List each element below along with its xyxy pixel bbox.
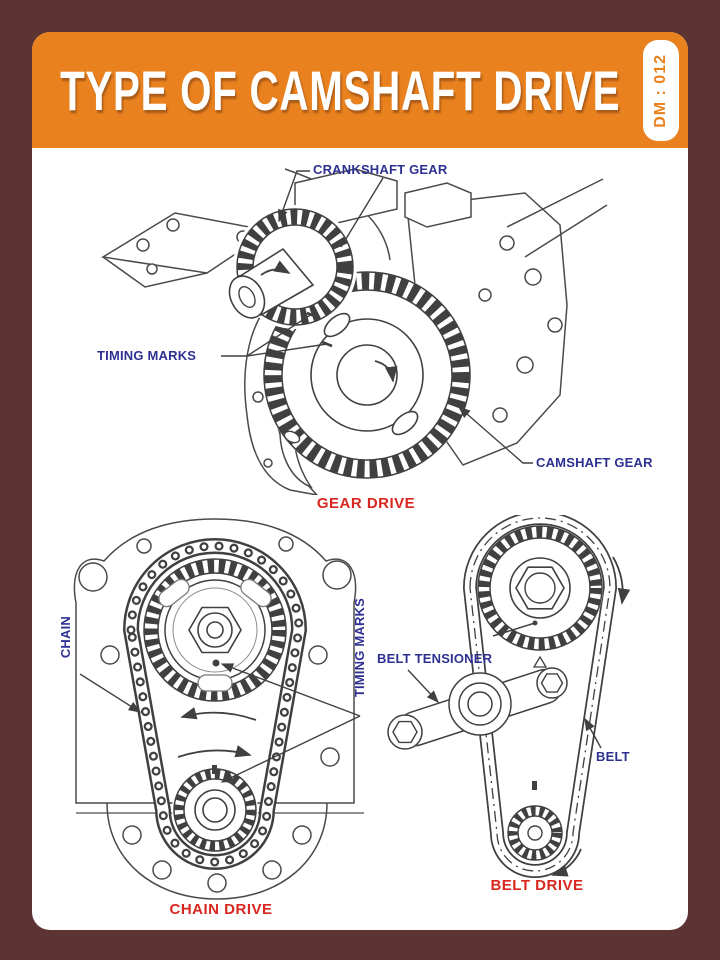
- belt-loop: [462, 515, 618, 878]
- camshaft-pulley: [477, 525, 631, 668]
- belt-drive-diagram: [387, 515, 631, 878]
- crankshaft-sprocket-belt: [507, 781, 582, 877]
- gear-drive-diagram: [100, 168, 608, 495]
- chain-drive-caption: CHAIN DRIVE: [169, 901, 273, 918]
- chain-loop: [122, 538, 308, 870]
- crankshaft-sprocket: [172, 765, 258, 853]
- camshaft-gear-label: CAMSHAFT GEAR: [536, 455, 653, 470]
- code-badge-text: DM : 012: [652, 53, 669, 128]
- chain-label: CHAIN: [58, 616, 73, 659]
- header-band: TYPE OF CAMSHAFT DRIVE DM : 012: [32, 32, 688, 148]
- belt-drive-caption: BELT DRIVE: [490, 877, 584, 894]
- crankshaft-gear: [228, 205, 357, 329]
- crankshaft-gear-label: CRANKSHAFT GEAR: [313, 162, 448, 177]
- chain-drive-diagram: [73, 518, 364, 900]
- belt-tensioner-arm: [387, 667, 568, 750]
- camshaft-sprocket: [143, 558, 287, 702]
- belt-tensioner-label: BELT TENSIONER: [377, 651, 493, 666]
- page-title: TYPE OF CAMSHAFT DRIVE: [60, 58, 621, 122]
- timing-marks-gear-label: TIMING MARKS: [97, 348, 197, 363]
- code-badge: DM : 012: [643, 40, 679, 141]
- belt-label: BELT: [596, 749, 630, 764]
- timing-marks-chain-label: TIMING MARKS: [352, 598, 367, 698]
- gear-drive-caption: GEAR DRIVE: [316, 495, 416, 512]
